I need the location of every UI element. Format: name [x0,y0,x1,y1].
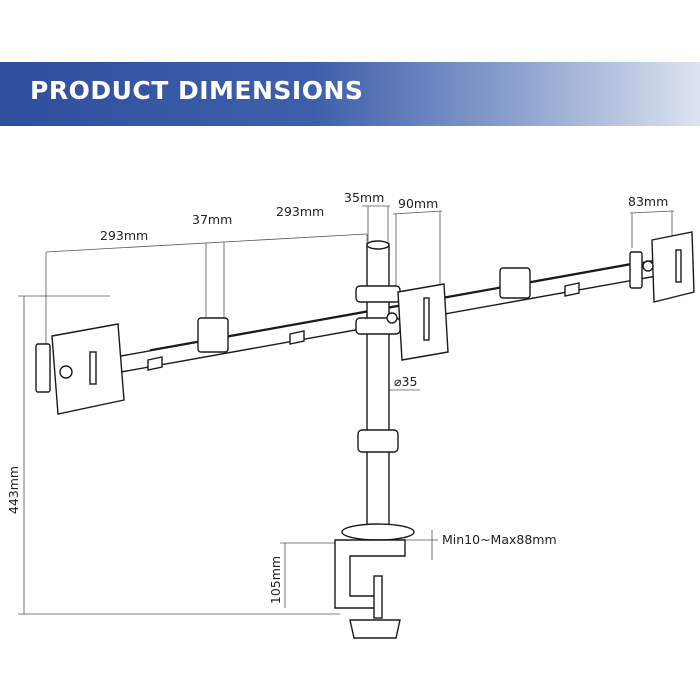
height-knob [357,429,399,453]
base-disc [341,523,415,541]
dim-joint-gap: 37mm [192,212,232,227]
dim-pole-diameter: ⌀35 [394,374,417,389]
clamp-screw [373,575,383,619]
right-joint [499,267,531,299]
banner-title: PRODUCT DIMENSIONS [30,76,364,105]
left-vesa-plate [35,323,125,415]
dimension-lines [18,205,675,615]
dim-arm-right: 293mm [276,204,324,219]
clamp-frame [334,539,406,609]
pole-top [366,240,390,250]
cable-clip [147,356,163,371]
dim-overall-height: 443mm [6,466,21,514]
cable-clip [289,330,305,345]
cable-clip [564,282,580,297]
dim-clamp-range: Min10~Max88mm [442,532,557,547]
right-vesa-plate [629,231,695,303]
center-vesa-plate [386,283,449,361]
dimension-labels: 293mm 37mm 293mm 35mm 90mm 83mm ⌀35 443m… [6,190,668,604]
dim-end-plate: 83mm [628,194,668,209]
mount-structure [35,231,695,639]
dim-center-plate: 90mm [398,196,438,211]
dim-clamp-height: 105mm [268,556,283,604]
dim-pole-width: 35mm [344,190,384,205]
title-banner: PRODUCT DIMENSIONS [0,62,700,126]
left-joint [197,317,229,353]
clamp-handle [349,619,401,639]
pole-collar-upper [355,285,401,303]
dim-arm-left: 293mm [100,228,148,243]
